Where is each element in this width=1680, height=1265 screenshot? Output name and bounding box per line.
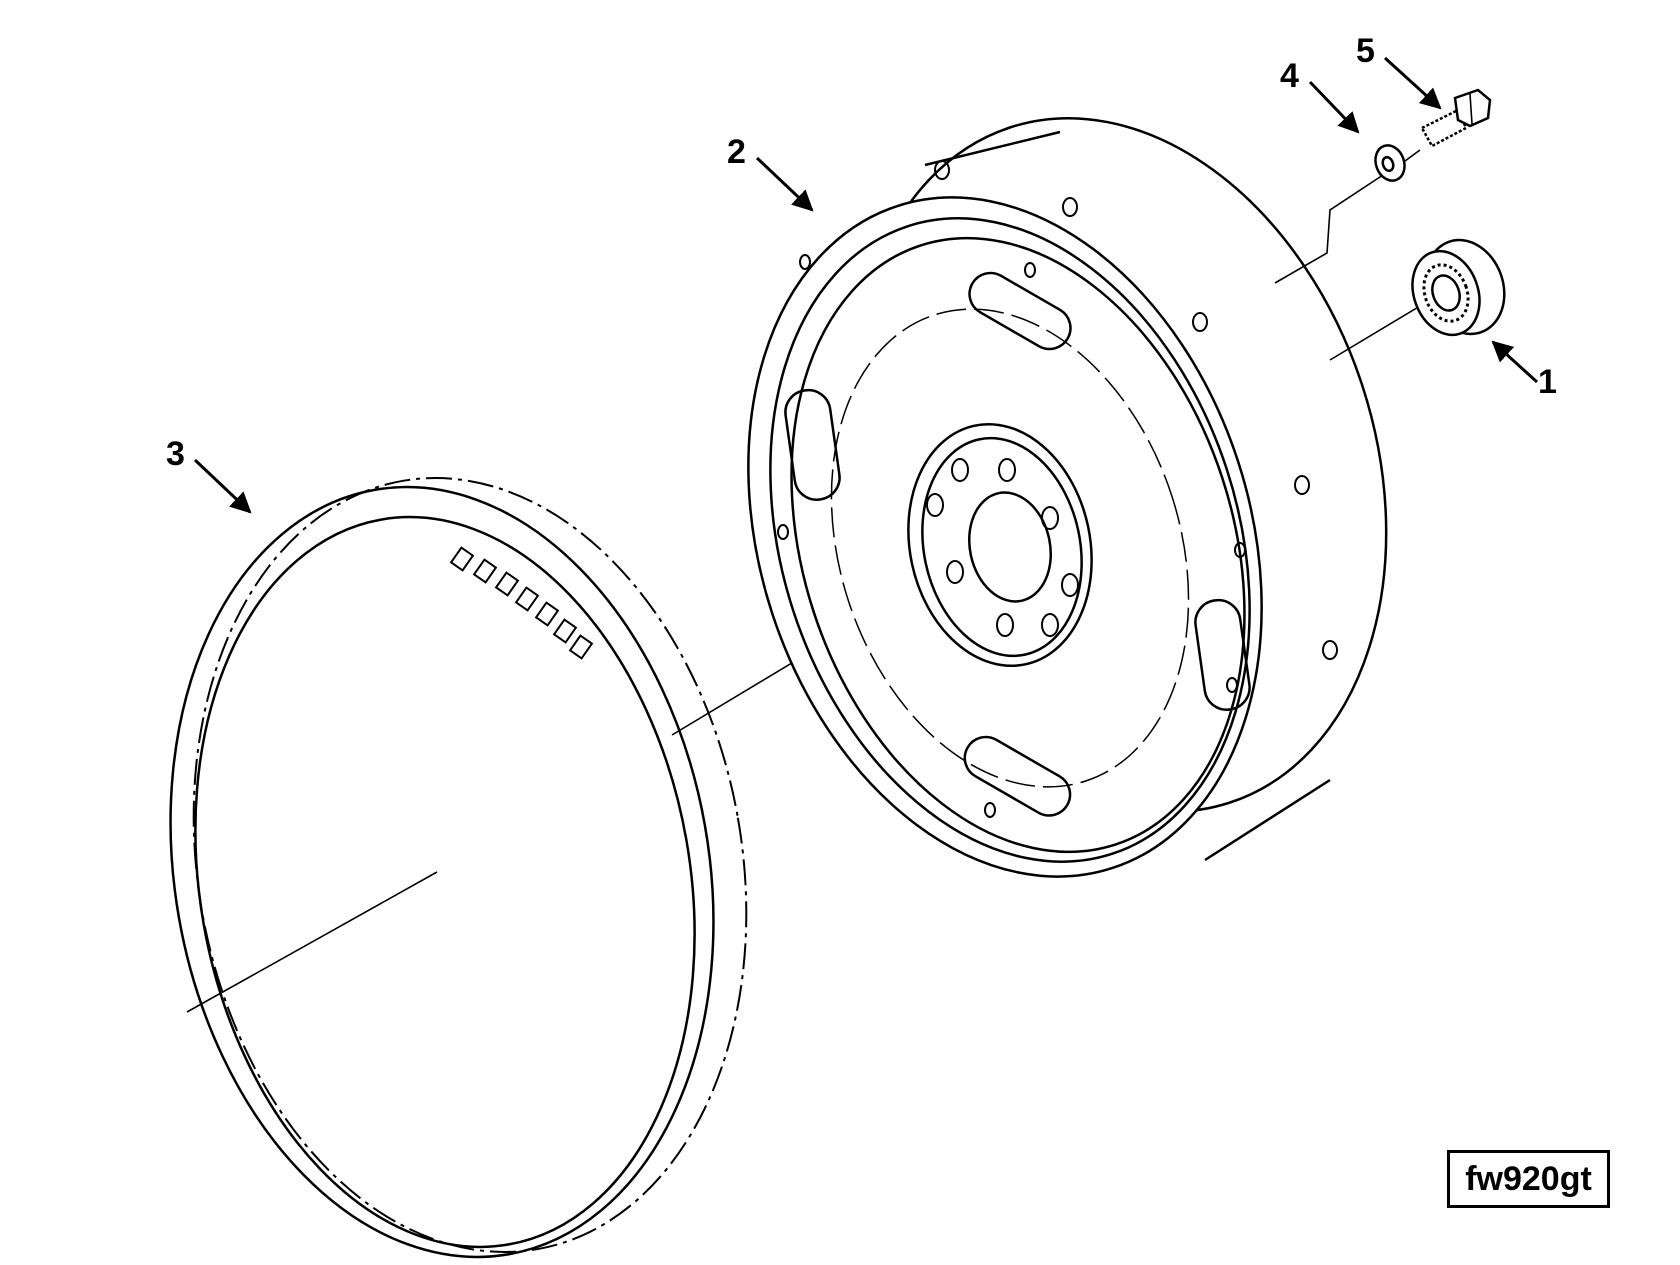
figure-code: fw920gt	[1465, 1159, 1592, 1198]
callout-label-4: 4	[1280, 57, 1299, 95]
pilot-bearing	[1329, 238, 1506, 361]
callout-arrows	[193, 56, 1539, 514]
callout-arrow-1	[1491, 340, 1539, 384]
callout-label-3: 3	[166, 435, 185, 473]
callout-arrow-5	[1383, 56, 1442, 110]
hub-bolt-holes	[926, 458, 1079, 637]
callout-arrow-3	[193, 458, 252, 514]
ring-gear	[169, 477, 748, 1259]
rim-holes	[777, 160, 1338, 818]
callout-arrow-4	[1308, 80, 1360, 134]
callout-label-2: 2	[727, 133, 746, 171]
gear-teeth	[449, 546, 594, 660]
callout-label-5: 5	[1356, 32, 1375, 70]
callout-label-1: 1	[1538, 363, 1557, 401]
washer-and-capscrew	[1274, 88, 1492, 284]
callout-arrow-2	[755, 156, 814, 212]
figure-code-box: fw920gt	[1447, 1150, 1610, 1208]
flywheel	[747, 117, 1388, 878]
